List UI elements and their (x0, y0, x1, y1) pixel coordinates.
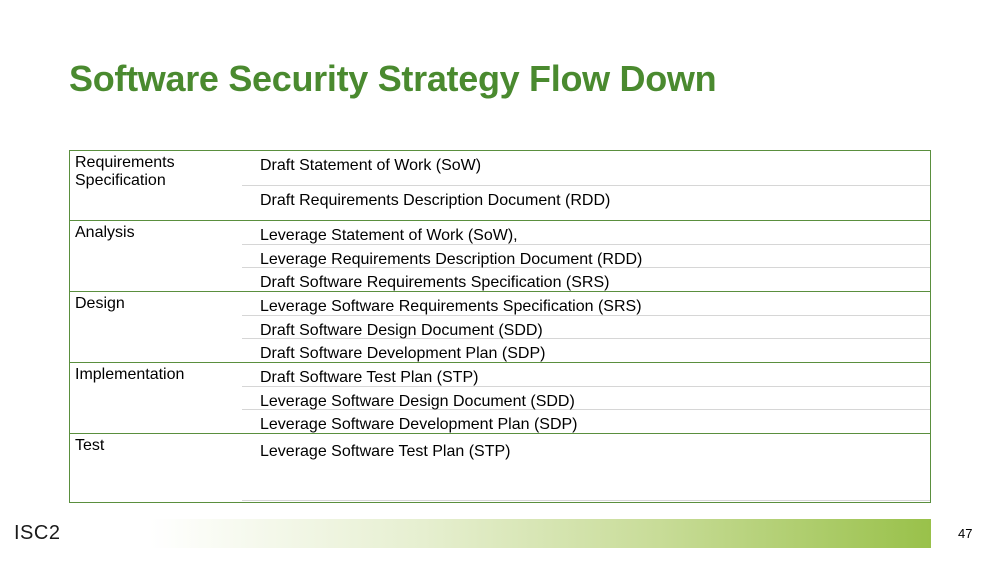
phase-item: Draft Software Design Document (SDD) (242, 316, 930, 339)
phase-item: Leverage Software Development Plan (SDP) (260, 416, 578, 433)
phase-item: Draft Software Requirements Specificatio… (260, 274, 610, 291)
phase-item: Leverage Software Requirements Specifica… (242, 292, 930, 316)
phase-label: Analysis (75, 224, 135, 241)
footer-gradient-bar (150, 519, 931, 548)
phase-row-design: Design Leverage Software Requirements Sp… (70, 291, 930, 362)
phase-row-analysis: Analysis Leverage Statement of Work (SoW… (70, 220, 930, 291)
phase-item: Leverage Software Test Plan (STP) (242, 434, 930, 501)
phase-item: Draft Software Test Plan (STP) (242, 363, 930, 387)
phase-item: Draft Statement of Work (SoW) (242, 151, 930, 186)
phase-row-implementation: Implementation Draft Software Test Plan … (70, 362, 930, 433)
phase-item: Leverage Software Design Document (SDD) (242, 387, 930, 410)
flow-down-table: Requirements Specification Draft Stateme… (69, 150, 931, 503)
phase-label: Test (75, 437, 105, 454)
phase-label: Requirements Specification (75, 154, 175, 189)
phase-item: Draft Software Development Plan (SDP) (260, 345, 546, 362)
phase-label: Implementation (75, 366, 185, 383)
slide-title: Software Security Strategy Flow Down (69, 58, 717, 99)
isc2-logo: ISC2 (14, 522, 60, 545)
phase-row-requirements: Requirements Specification Draft Stateme… (70, 151, 930, 220)
phase-row-test: Test Leverage Software Test Plan (STP) (70, 433, 930, 502)
logo-text: ISC2 (14, 522, 61, 544)
phase-label: Design (75, 295, 125, 312)
phase-item: Leverage Requirements Description Docume… (242, 245, 930, 268)
phase-item: Leverage Statement of Work (SoW), (242, 221, 930, 245)
page-number: 47 (958, 526, 973, 541)
phase-item: Draft Requirements Description Document … (260, 192, 611, 209)
